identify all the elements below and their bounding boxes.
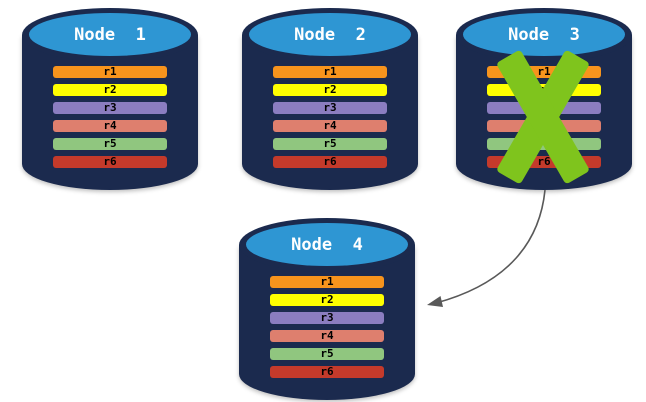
row-label: r1: [323, 65, 337, 78]
cylinder-top-face: Node 3: [463, 13, 625, 56]
row-r2: r2: [270, 294, 384, 306]
row-label: r1: [320, 275, 334, 288]
row-label: r6: [323, 155, 337, 168]
row-r5: r5: [273, 138, 387, 150]
row-label: r5: [103, 137, 117, 150]
row-list: r1 r2 r3 r4 r5 r6: [270, 276, 384, 384]
cylinder-top-rim: Node 3: [456, 8, 632, 62]
node-cylinder-3: Node 3 r1 r2 r3 r4 r5 r6: [456, 8, 632, 190]
row-label: r2: [323, 83, 337, 96]
row-r4: r4: [270, 330, 384, 342]
row-label: r3: [103, 101, 117, 114]
row-r6: r6: [270, 366, 384, 378]
node-label: Node 4: [291, 234, 363, 255]
row-r2: r2: [273, 84, 387, 96]
failure-x-icon: [456, 8, 632, 190]
row-label: r4: [103, 119, 117, 132]
node-label: Node 2: [294, 24, 366, 45]
row-list: r1 r2 r3 r4 r5 r6: [273, 66, 387, 174]
row-label: r6: [103, 155, 117, 168]
row-label: r5: [320, 347, 334, 360]
cylinder-top-face: Node 2: [249, 13, 411, 56]
row-r4: r4: [53, 120, 167, 132]
cylinder-top-face: Node 1: [29, 13, 191, 56]
node-cylinder-4: Node 4 r1 r2 r3 r4 r5 r6: [239, 218, 415, 400]
row-label: r5: [323, 137, 337, 150]
replication-arrow-curve: [435, 189, 546, 304]
row-label: r6: [537, 155, 551, 168]
row-label: r6: [320, 365, 334, 378]
row-label: r4: [320, 329, 334, 342]
row-label: r2: [320, 293, 334, 306]
node-label: Node 3: [508, 24, 580, 45]
row-r6: r6: [273, 156, 387, 168]
node-label: Node 1: [74, 24, 146, 45]
row-r4: r4: [273, 120, 387, 132]
row-r6: r6: [53, 156, 167, 168]
row-r1: r1: [270, 276, 384, 288]
row-label: r3: [323, 101, 337, 114]
cylinder-top-rim: Node 4: [239, 218, 415, 272]
row-r5: r5: [270, 348, 384, 360]
cylinder-top-rim: Node 2: [242, 8, 418, 62]
row-label: r3: [320, 311, 334, 324]
row-r3: r3: [270, 312, 384, 324]
row-r3: r3: [53, 102, 167, 114]
row-r1: r1: [53, 66, 167, 78]
row-r1: r1: [273, 66, 387, 78]
node-cylinder-1: Node 1 r1 r2 r3 r4 r5 r6: [22, 8, 198, 190]
row-r3: r3: [273, 102, 387, 114]
node-cylinder-2: Node 2 r1 r2 r3 r4 r5 r6: [242, 8, 418, 190]
row-label: r1: [537, 65, 551, 78]
row-label: r4: [323, 119, 337, 132]
row-label: r2: [103, 83, 117, 96]
row-label: r1: [103, 65, 117, 78]
replication-arrow-head: [427, 296, 443, 307]
row-list: r1 r2 r3 r4 r5 r6: [53, 66, 167, 174]
cylinder-top-face: Node 4: [246, 223, 408, 266]
row-r5: r5: [53, 138, 167, 150]
row-r2: r2: [53, 84, 167, 96]
cylinder-top-rim: Node 1: [22, 8, 198, 62]
